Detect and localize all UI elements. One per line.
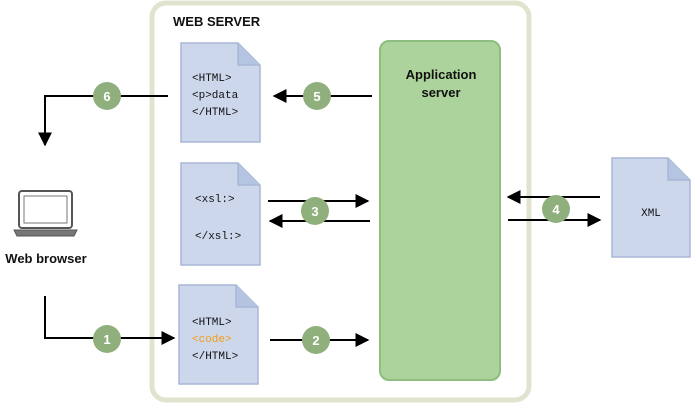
- document-icon: [611, 157, 691, 258]
- xsl-line2: </xsl:>: [195, 231, 241, 243]
- xsl-line1: <xsl:>: [195, 194, 235, 206]
- output-html-line1: <HTML>: [192, 73, 232, 85]
- arrow-step-6: [38, 95, 168, 147]
- xml-document: XML: [611, 157, 691, 258]
- xsl-document: <xsl:> </xsl:>: [180, 162, 261, 266]
- xml-label: XML: [641, 208, 661, 220]
- svg-text:5: 5: [313, 89, 320, 104]
- document-icon: [178, 284, 259, 385]
- document-icon: [180, 42, 261, 143]
- source-html-line1: <HTML>: [192, 317, 232, 329]
- output-html-document: <HTML> <p>data </HTML>: [180, 42, 261, 143]
- svg-text:1: 1: [103, 332, 110, 347]
- step-badge-6: 6: [93, 82, 121, 110]
- laptop-icon: [13, 190, 78, 237]
- arrow-step-1: [44, 296, 176, 345]
- application-server-label-line1: Application: [406, 67, 477, 82]
- output-html-line2: <p>data: [192, 90, 239, 102]
- step-badge-5: 5: [303, 82, 331, 110]
- svg-text:6: 6: [103, 89, 110, 104]
- svg-text:4: 4: [552, 202, 560, 217]
- source-html-document: <HTML> <code> </HTML>: [178, 284, 259, 385]
- step-badge-4: 4: [542, 195, 570, 223]
- step-badge-2: 2: [302, 326, 330, 354]
- document-icon: [180, 162, 261, 266]
- application-server-label-line2: server: [421, 85, 460, 100]
- source-html-line3: </HTML>: [192, 351, 238, 363]
- step-badge-3: 3: [301, 197, 329, 225]
- output-html-line3: </HTML>: [192, 107, 238, 119]
- svg-text:3: 3: [311, 204, 318, 219]
- web-browser-label: Web browser: [5, 251, 86, 266]
- svg-text:2: 2: [312, 333, 319, 348]
- source-html-line2: <code>: [192, 334, 232, 346]
- step-badge-1: 1: [93, 325, 121, 353]
- application-server-box: [379, 40, 501, 381]
- web-server-title: WEB SERVER: [173, 14, 261, 29]
